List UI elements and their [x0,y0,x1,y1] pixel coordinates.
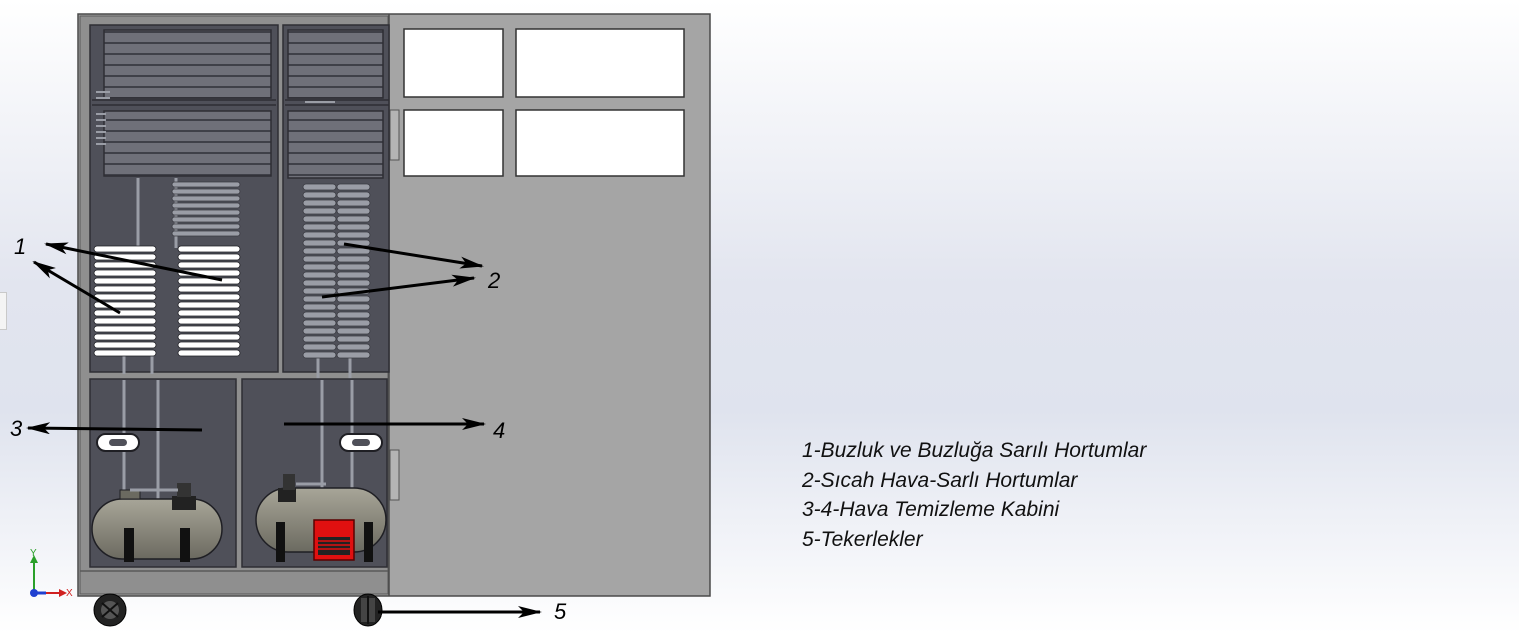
air-cleaning-cabin-left [89,378,237,568]
ice-coil-right [177,245,241,357]
legend: 1-Buzluk ve Buzluğa Sarılı Hortumlar 2-S… [802,436,1146,554]
callout-2-label: 2 [488,268,501,293]
ice-coil-left [93,245,157,357]
legend-item: 3-4-Hava Temizleme Kabini [802,498,1060,521]
door-windows [403,28,685,177]
triad-y-label: Y [30,548,37,559]
callout-1-label: 1 [14,234,27,259]
arrow-3 [26,422,203,435]
wheel-right [353,593,383,627]
cooling-fin-blocks [103,29,384,179]
legend-item: 2-Sıcah Hava-Sarlı Hortumlar [802,468,1078,492]
arrow-2a [343,242,484,269]
callout-3-label: 3 [10,416,23,441]
arrow-1a [44,242,223,282]
door-hinges [389,109,400,501]
callout-5-label: 5 [554,599,567,624]
air-cleaning-cabin-right [241,378,388,568]
arrow-2b [321,274,476,299]
triad-x-label: X [66,588,73,599]
upper-hose-coil [171,181,241,237]
side-panel-tab[interactable] [0,292,7,330]
hot-air-hose-coils [302,183,371,359]
legend-item: 5-Tekerlekler [802,527,923,551]
axis-triad: Y X [30,548,73,599]
legend-item: 1-Buzluk ve Buzluğa Sarılı Hortumlar [802,439,1147,462]
arrow-1b [32,260,121,315]
wheel-left [93,593,127,627]
small-left-coils [96,91,335,145]
callout-4-label: 4 [493,418,506,443]
callout-arrows [26,242,542,618]
